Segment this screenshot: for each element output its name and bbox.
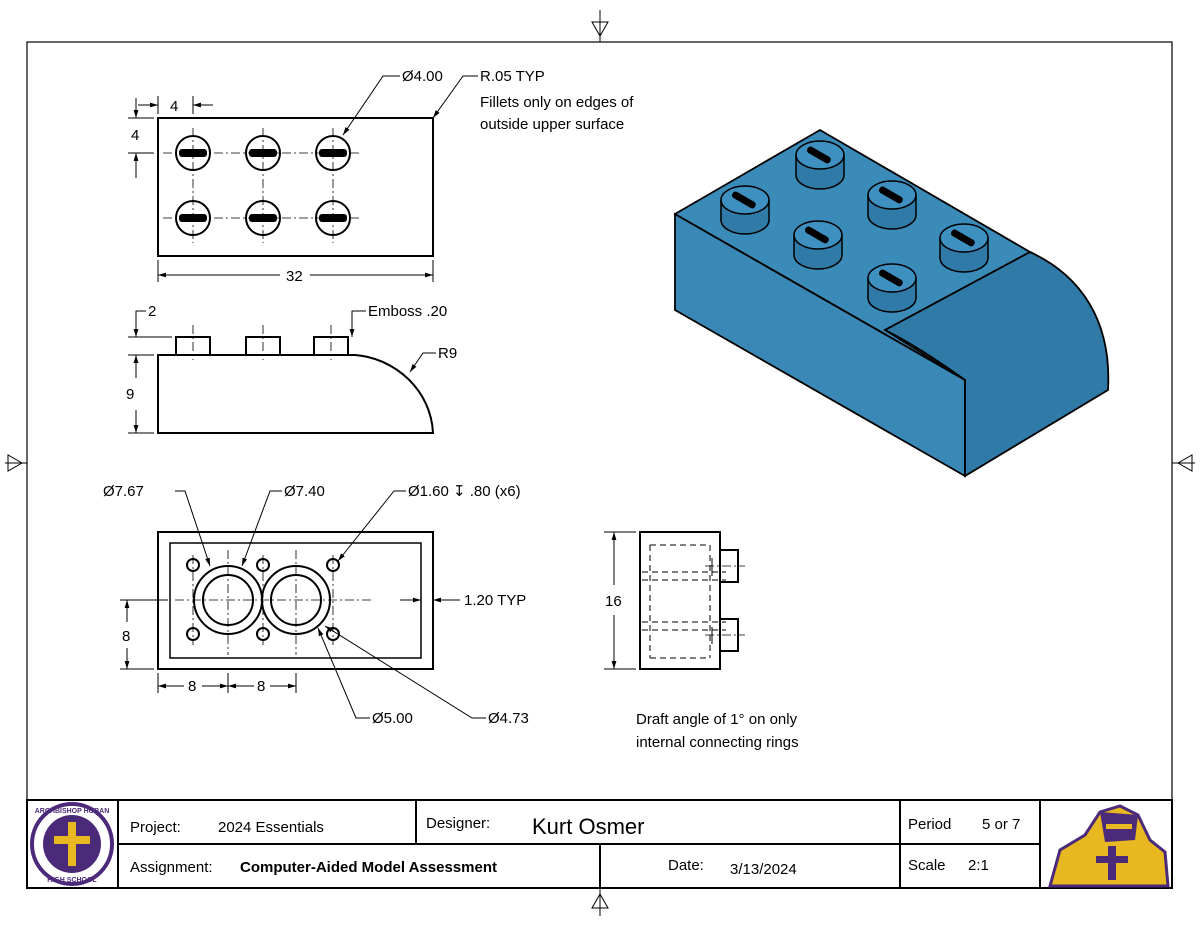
scale-label: Scale [908,857,946,874]
dim-ring2-outer: Ø4.73 [488,710,529,727]
note-fillet-2: outside upper surface [480,116,624,133]
top-view-studs [175,135,351,236]
school-seal: ARCHBISHOP HOBAN HIGH SCHOOL [30,802,114,886]
assignment-label: Assignment: [130,859,213,876]
seal-text-top: ARCHBISHOP HOBAN [35,808,110,815]
designer-label: Designer: [426,815,490,832]
period-value: 5 or 7 [982,816,1020,833]
dim-ring2-inner: Ø5.00 [372,710,413,727]
dim-ring-inner: Ø7.40 [284,483,325,500]
title-block: ARCHBISHOP HOBAN HIGH SCHOOL Project: 20… [26,799,1173,889]
dim-emboss: Emboss .20 [368,303,447,320]
dim-pin-holes: Ø1.60 ↧ .80 (x6) [408,483,521,500]
sheet-border [5,10,1195,916]
dim-pitch-a: 8 [188,678,196,695]
dim-height: 9 [126,386,134,403]
dim-stud-dia: Ø4.00 [402,68,443,85]
project-label: Project: [130,819,181,836]
note-draft-1: Draft angle of 1° on only [636,711,798,728]
dim-pitch-b: 8 [257,678,265,695]
period-label: Period [908,816,951,833]
designer-value: Kurt Osmer [532,814,644,839]
top-view-centerlines [163,128,362,243]
model-curved-face [883,250,1110,478]
note-fillet-1: Fillets only on edges of [480,94,634,111]
dim-fillet: R.05 TYP [480,68,545,85]
date-label: Date: [668,857,704,874]
seal-text-bottom: HIGH SCHOOL [47,877,97,884]
dim-wall: 1.20 TYP [464,592,526,609]
isometric-model [673,128,1110,478]
dim-top-pitch: 4 [170,98,178,115]
assignment-value: Computer-Aided Model Assessment [240,859,497,876]
dim-side-width: 16 [605,593,622,610]
top-view: 4 4 32 Ø4.00 R.05 TYP Fillets only on ed… [128,68,634,285]
dim-top-length: 32 [286,268,303,285]
scale-value: 2:1 [968,857,989,874]
knight-mascot [1042,802,1170,888]
date-value: 3/13/2024 [730,861,797,878]
model-studs [720,140,989,313]
dim-ring-outer: Ø7.67 [103,483,144,500]
note-draft-2: internal connecting rings [636,734,799,751]
dim-radius: R9 [438,345,457,362]
front-view: 2 9 Emboss .20 R9 [126,303,457,434]
bottom-view: Ø7.67 Ø7.40 Ø1.60 ↧ .80 (x6) 1.20 TYP 8 … [103,483,529,727]
dim-stud-height: 2 [148,303,156,320]
side-view: 16 Draft angle of 1° on only internal co… [604,531,799,751]
dim-top-edge: 4 [131,127,139,144]
dim-bottom-height: 8 [122,628,130,645]
project-value: 2024 Essentials [218,819,324,836]
